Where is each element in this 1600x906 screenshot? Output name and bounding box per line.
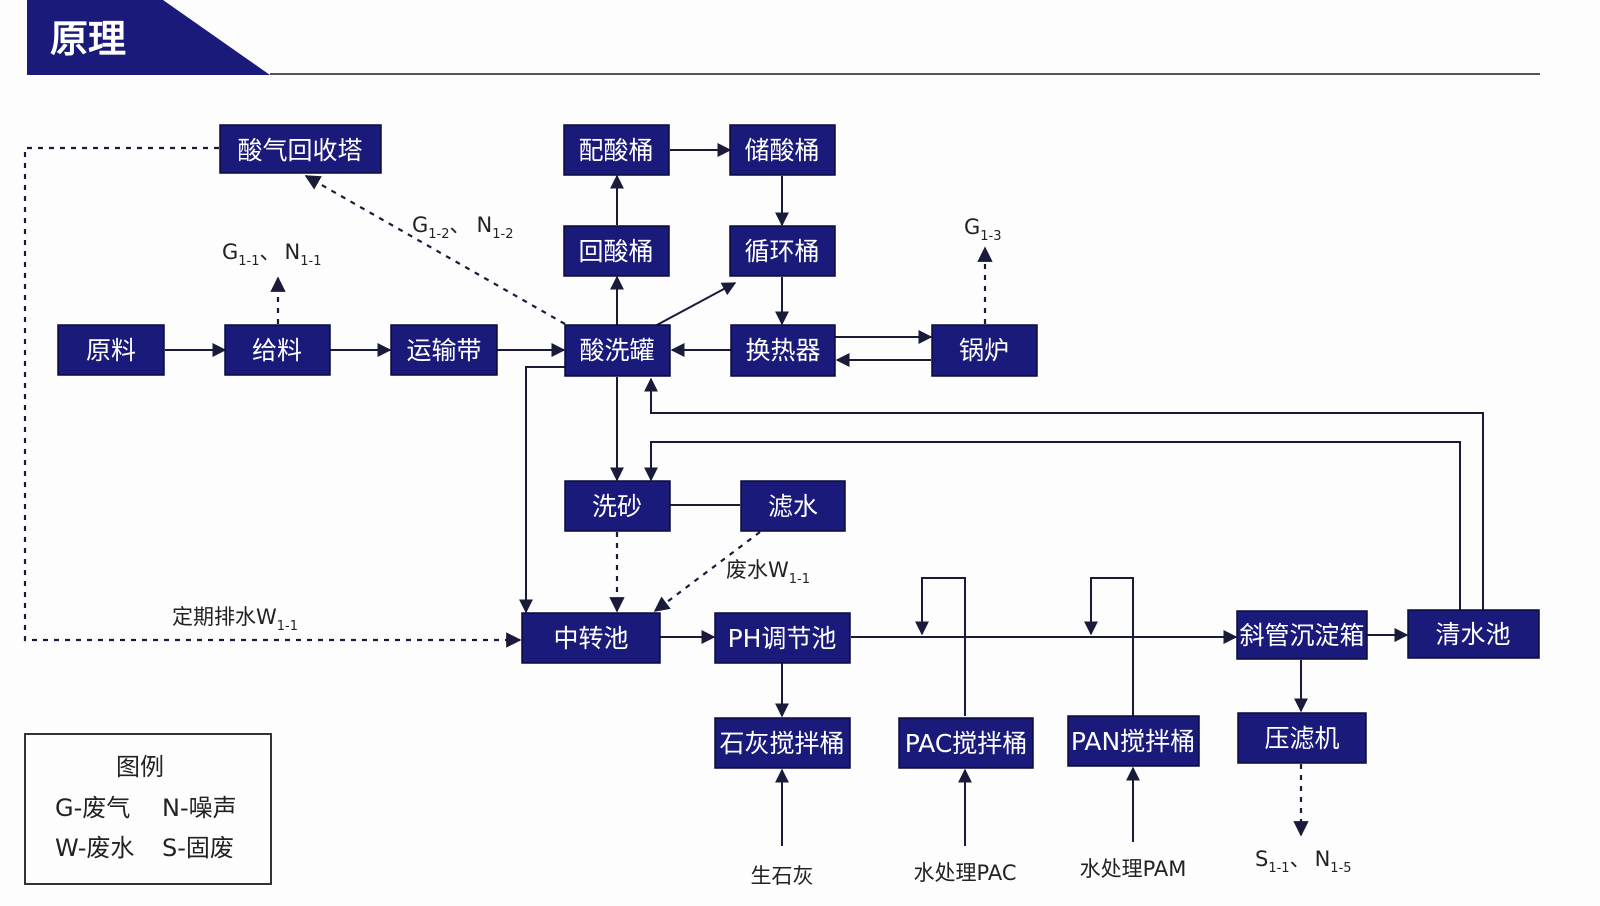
node-pac-tank: PAC搅拌桶 xyxy=(898,717,1034,769)
node-sand-wash: 洗砂 xyxy=(564,480,671,532)
node-pan-tank: PAN搅拌桶 xyxy=(1067,715,1200,767)
node-raw: 原料 xyxy=(57,324,165,376)
node-pickling: 酸洗罐 xyxy=(564,324,671,377)
node-circ-tank: 循环桶 xyxy=(729,225,836,277)
legend-n: N-噪声 xyxy=(162,794,237,822)
header-banner xyxy=(27,0,270,75)
node-clear-pool: 清水池 xyxy=(1407,609,1540,659)
arrow-pan-main xyxy=(1084,577,1134,716)
svg-text:清水池: 清水池 xyxy=(1435,620,1510,649)
svg-text:滤水: 滤水 xyxy=(768,492,818,521)
arrow-pac-main xyxy=(915,577,966,716)
node-acid-store: 储酸桶 xyxy=(729,124,836,176)
svg-text:PAN搅拌桶: PAN搅拌桶 xyxy=(1071,727,1195,756)
label-g13: G1-3 xyxy=(964,215,1002,244)
label-s11-n15: S1-1、N1-5 xyxy=(1255,847,1352,876)
svg-text:锅炉: 锅炉 xyxy=(959,336,1009,365)
node-feed: 给料 xyxy=(224,324,331,376)
connectors xyxy=(23,143,1484,846)
node-boiler: 锅炉 xyxy=(931,324,1038,377)
arrow-pickling-circ xyxy=(654,282,737,327)
arrow-clear-pickling xyxy=(644,377,1484,610)
node-acid-recovery: 酸气回收塔 xyxy=(219,124,382,174)
svg-text:运输带: 运输带 xyxy=(406,336,481,365)
svg-text:换热器: 换热器 xyxy=(745,336,820,365)
svg-text:中转池: 中转池 xyxy=(553,624,628,653)
node-conveyor: 运输带 xyxy=(390,324,498,376)
label-g11-n11: G1-1、N1-1 xyxy=(222,240,321,269)
legend-s: S-固废 xyxy=(162,834,234,862)
arrow-clear-sand xyxy=(644,441,1461,610)
svg-text:斜管沉淀箱: 斜管沉淀箱 xyxy=(1239,621,1364,650)
node-acid-return: 回酸桶 xyxy=(563,225,670,277)
label-g12-n12: G1-2、N1-2 xyxy=(412,213,513,242)
node-press: 压滤机 xyxy=(1237,712,1367,764)
label-periodic-drain: 定期排水W1-1 xyxy=(172,605,298,634)
svg-text:回酸桶: 回酸桶 xyxy=(578,237,653,266)
svg-text:PAC搅拌桶: PAC搅拌桶 xyxy=(905,729,1028,758)
node-lime-tank: 石灰搅拌桶 xyxy=(714,717,851,769)
legend-title: 图例 xyxy=(116,753,164,781)
node-settler: 斜管沉淀箱 xyxy=(1236,610,1368,660)
header: 原理 xyxy=(27,0,1540,75)
node-filter: 滤水 xyxy=(740,480,846,532)
svg-text:给料: 给料 xyxy=(252,336,302,365)
node-acid-mix: 配酸桶 xyxy=(563,124,670,176)
svg-text:酸气回收塔: 酸气回收塔 xyxy=(237,136,362,165)
legend-w: W-废水 xyxy=(55,834,134,862)
svg-text:酸洗罐: 酸洗罐 xyxy=(579,336,654,365)
svg-text:储酸桶: 储酸桶 xyxy=(744,136,819,165)
svg-text:压滤机: 压滤机 xyxy=(1264,724,1339,753)
label-wastewater: 废水W1-1 xyxy=(726,558,810,587)
legend: 图例 G-废气 N-噪声 W-废水 S-固废 xyxy=(24,733,272,885)
svg-text:洗砂: 洗砂 xyxy=(592,492,642,521)
arrow-pickling-transfer xyxy=(519,366,566,614)
legend-g: G-废气 xyxy=(55,794,130,822)
page-title: 原理 xyxy=(50,17,126,61)
node-transfer-pool: 中转池 xyxy=(521,612,661,664)
svg-text:石灰搅拌桶: 石灰搅拌桶 xyxy=(719,729,844,758)
label-lime-input: 生石灰 xyxy=(751,864,814,888)
svg-text:PH调节池: PH调节池 xyxy=(728,624,837,653)
arrow-pickling-recovery xyxy=(304,175,566,325)
svg-text:循环桶: 循环桶 xyxy=(744,237,819,266)
arrow-recovery-transfer xyxy=(23,146,522,648)
node-heat-ex: 换热器 xyxy=(730,324,836,377)
label-pam-input: 水处理PAM xyxy=(1080,857,1187,881)
svg-text:配酸桶: 配酸桶 xyxy=(578,136,653,165)
legend-frame xyxy=(24,733,272,885)
label-pac-input: 水处理PAC xyxy=(914,861,1017,885)
node-ph-pool: PH调节池 xyxy=(714,612,851,664)
svg-text:原料: 原料 xyxy=(86,336,136,365)
